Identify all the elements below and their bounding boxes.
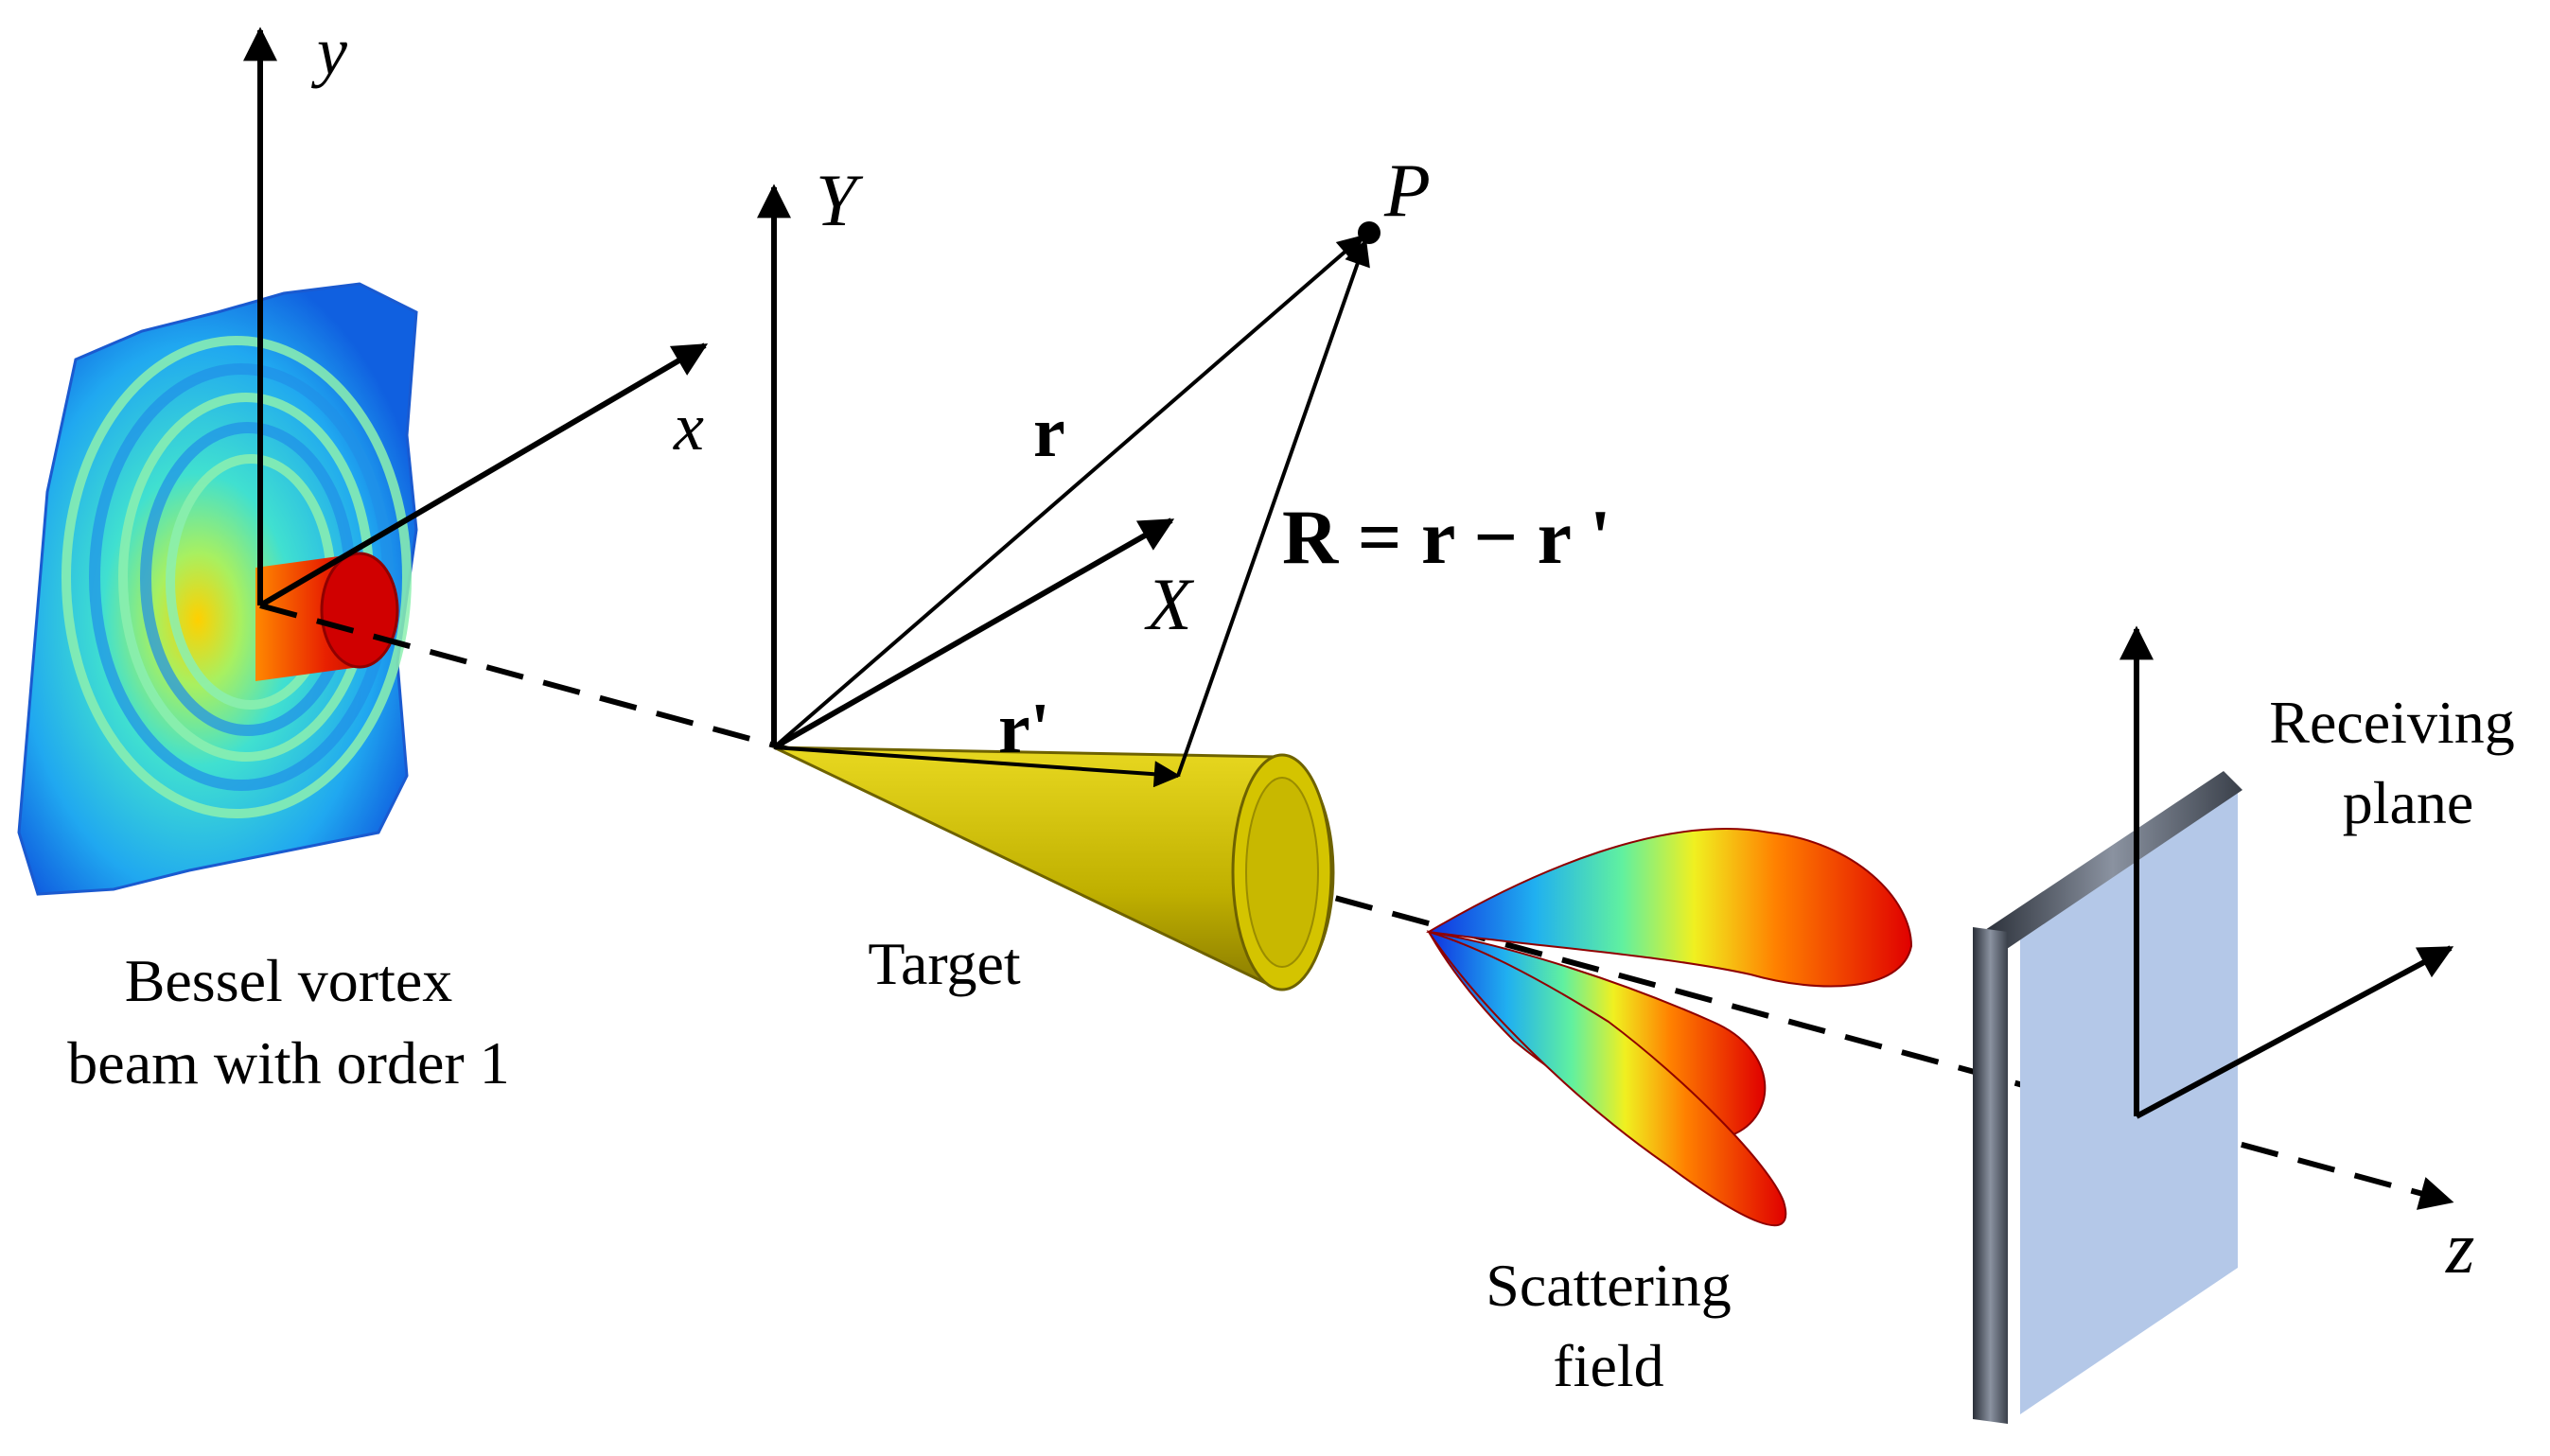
vector-r-prime — [773, 746, 1181, 788]
scatter-caption-line2: field — [1553, 1332, 1663, 1399]
vector-r — [772, 235, 1365, 749]
vortex-core — [255, 552, 399, 681]
plane-caption-line2: plane — [2343, 769, 2474, 836]
point-P-label: P — [1383, 149, 1431, 233]
target-X-label: X — [1144, 563, 1195, 645]
beam-caption-line1: Bessel vortex — [125, 947, 453, 1014]
target-Y-label: Y — [816, 159, 864, 241]
vector-r-label: r — [1033, 393, 1065, 472]
receiving-plane — [1973, 771, 2242, 1424]
beam-x-label: x — [673, 389, 704, 465]
beam-x-axis — [258, 342, 709, 608]
beam-caption-line2: beam with order 1 — [67, 1029, 509, 1096]
vector-R-label: R = r − r ' — [1282, 494, 1611, 580]
scattering-field — [1426, 828, 1913, 1227]
target-caption: Target — [868, 930, 1021, 997]
vector-R — [1176, 238, 1370, 777]
beam-y-label: y — [310, 13, 347, 89]
vector-r-prime-label: r' — [998, 689, 1050, 768]
axis-z-label: z — [2445, 1206, 2474, 1289]
scatter-caption-line1: Scattering — [1486, 1252, 1731, 1319]
plane-horizontal-axis — [2135, 945, 2454, 1119]
bessel-vortex-beam — [17, 282, 418, 896]
target-X-axis — [772, 517, 1175, 750]
target-cone — [773, 746, 1335, 991]
plane-caption-line1: Receiving — [2269, 689, 2514, 756]
point-P-dot — [1358, 221, 1381, 244]
